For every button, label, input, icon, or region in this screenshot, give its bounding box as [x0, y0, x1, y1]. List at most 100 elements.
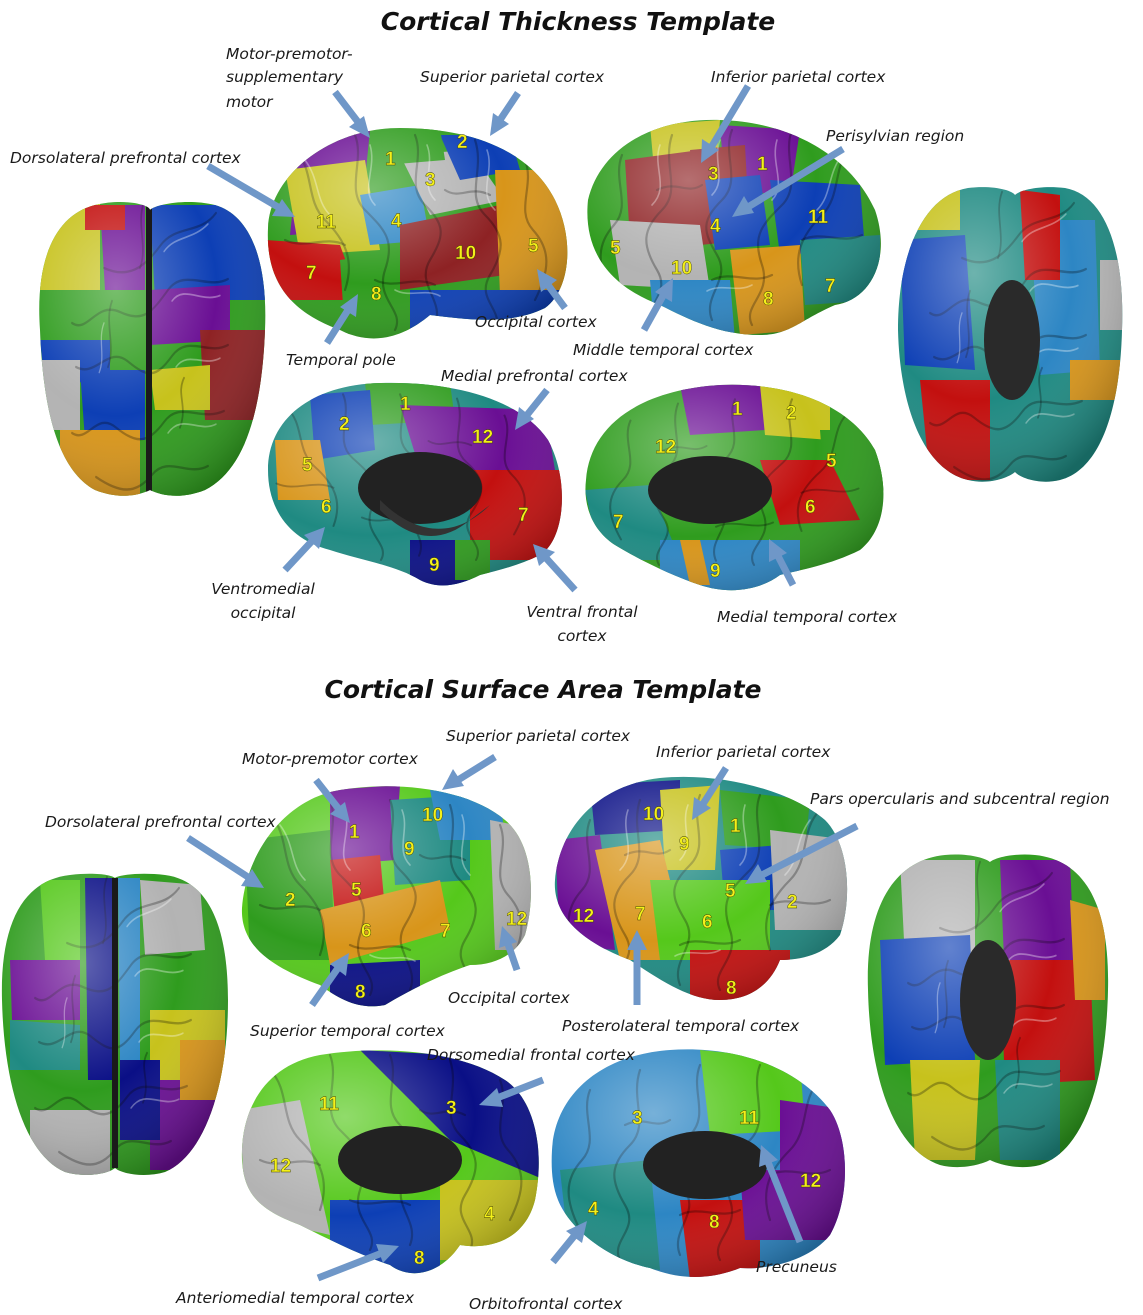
- region-number: 9: [404, 839, 415, 860]
- region-number: 6: [805, 497, 816, 518]
- region-number: 5: [725, 881, 736, 902]
- region-number: 9: [429, 555, 440, 576]
- label-superior-temporal: Superior temporal cortex: [250, 1022, 446, 1040]
- brain-ventral-right-surface: [860, 850, 1115, 1175]
- label-ventral-frontal-line2: cortex: [557, 627, 607, 645]
- label-ventromedial-line2: occipital: [231, 604, 297, 622]
- label-medial-prefrontal: Medial prefrontal cortex: [441, 367, 628, 385]
- region-number: 8: [355, 982, 366, 1003]
- label-occipital-sa: Occipital cortex: [448, 989, 570, 1007]
- region-number: 8: [414, 1248, 425, 1269]
- region-number: 1: [385, 149, 396, 170]
- brain-medial-right-surface: [545, 1040, 855, 1285]
- region-number: 4: [710, 216, 721, 237]
- region-number: 12: [270, 1156, 291, 1177]
- region-number: 12: [472, 427, 493, 448]
- region-number: 7: [825, 276, 836, 297]
- region-number: 7: [306, 263, 317, 284]
- region-number: 11: [316, 212, 337, 233]
- arrow-superior-parietal: [490, 93, 518, 136]
- label-motor-line3: motor: [226, 93, 274, 111]
- region-number: 3: [446, 1098, 457, 1119]
- region-number: 1: [757, 154, 768, 175]
- surface-area-title: Cortical Surface Area Template: [325, 675, 762, 704]
- region-number: 3: [632, 1108, 643, 1129]
- thickness-title: Cortical Thickness Template: [381, 7, 776, 36]
- region-number: 1: [349, 822, 360, 843]
- label-ventral-frontal-line1: Ventral frontal: [526, 603, 638, 621]
- region-number: 6: [702, 912, 713, 933]
- region-number: 5: [826, 451, 837, 472]
- label-middle-temporal: Middle temporal cortex: [573, 341, 754, 359]
- label-dlpfc-sa: Dorsolateral prefrontal cortex: [45, 813, 277, 831]
- region-number: 10: [455, 243, 476, 264]
- region-number: 9: [679, 834, 690, 855]
- region-number: 8: [371, 284, 382, 305]
- region-number: 5: [610, 238, 621, 259]
- label-pars-opercularis: Pars opercularis and subcentral region: [810, 790, 1110, 808]
- region-number: 5: [351, 880, 362, 901]
- region-number: 7: [613, 512, 624, 533]
- label-dorsomedial-frontal: Dorsomedial frontal cortex: [427, 1046, 636, 1064]
- brain-dorsal-left-thickness: [30, 195, 275, 505]
- label-inferior-parietal: Inferior parietal cortex: [711, 68, 886, 86]
- region-number: 1: [732, 399, 743, 420]
- region-number: 3: [425, 170, 436, 191]
- label-motor-premotor: Motor-premotor cortex: [242, 750, 419, 768]
- brain-dorsal-left-surface: [0, 870, 235, 1180]
- region-number: 5: [528, 236, 539, 257]
- region-number: 11: [808, 207, 829, 228]
- region-number: 4: [391, 211, 402, 232]
- brain-lateral-right-thickness: [580, 110, 890, 345]
- label-medial-temporal: Medial temporal cortex: [717, 608, 898, 626]
- region-number: 12: [655, 437, 676, 458]
- label-orbitofrontal: Orbitofrontal cortex: [469, 1295, 623, 1313]
- region-number: 10: [422, 805, 443, 826]
- region-number: 8: [763, 289, 774, 310]
- region-number: 12: [506, 909, 527, 930]
- region-number: 6: [321, 497, 332, 518]
- region-number: 8: [709, 1212, 720, 1233]
- label-posterolateral-temporal: Posterolateral temporal cortex: [562, 1017, 800, 1035]
- region-number: 7: [635, 904, 646, 925]
- region-number: 2: [787, 892, 798, 913]
- region-number: 2: [786, 403, 797, 424]
- region-number: 10: [671, 258, 692, 279]
- label-precuneus: Precuneus: [756, 1258, 837, 1276]
- region-number: 2: [339, 414, 350, 435]
- region-number: 7: [518, 505, 529, 526]
- label-superior-parietal: Superior parietal cortex: [420, 68, 605, 86]
- brain-ventral-right-thickness: [890, 180, 1130, 490]
- arrow-orbitofrontal: [553, 1221, 587, 1262]
- label-dlpfc: Dorsolateral prefrontal cortex: [10, 149, 242, 167]
- region-number: 4: [484, 1204, 495, 1225]
- label-perisylvian: Perisylvian region: [826, 127, 964, 145]
- label-temporal-pole: Temporal pole: [286, 351, 396, 369]
- label-superior-parietal-sa: Superior parietal cortex: [446, 727, 631, 745]
- region-number: 7: [440, 921, 451, 942]
- arrow-superior-parietal-sa: [442, 757, 495, 790]
- region-number: 1: [400, 394, 411, 415]
- region-number: 2: [285, 890, 296, 911]
- label-ventromedial-line1: Ventromedial: [211, 580, 315, 598]
- arrow-motor: [335, 92, 370, 138]
- region-number: 2: [457, 132, 468, 153]
- label-motor-line1: Motor-premotor-: [226, 45, 353, 63]
- arrow-ventral-frontal: [533, 544, 575, 590]
- region-number: 4: [588, 1199, 599, 1220]
- brain-lateral-left-surface: [235, 780, 545, 1015]
- region-number: 12: [573, 906, 594, 927]
- arrow-dlpfc-sa: [188, 838, 264, 888]
- label-inferior-parietal-sa: Inferior parietal cortex: [656, 743, 831, 761]
- region-number: 12: [800, 1171, 821, 1192]
- region-number: 11: [739, 1108, 760, 1129]
- region-number: 11: [319, 1094, 340, 1115]
- label-anteriomedial-temporal: Anteriomedial temporal cortex: [175, 1289, 415, 1307]
- region-number: 10: [643, 804, 664, 825]
- region-number: 6: [361, 921, 372, 942]
- region-number: 5: [302, 455, 313, 476]
- label-occipital: Occipital cortex: [475, 313, 597, 331]
- region-number: 9: [710, 561, 721, 582]
- region-number: 1: [730, 816, 741, 837]
